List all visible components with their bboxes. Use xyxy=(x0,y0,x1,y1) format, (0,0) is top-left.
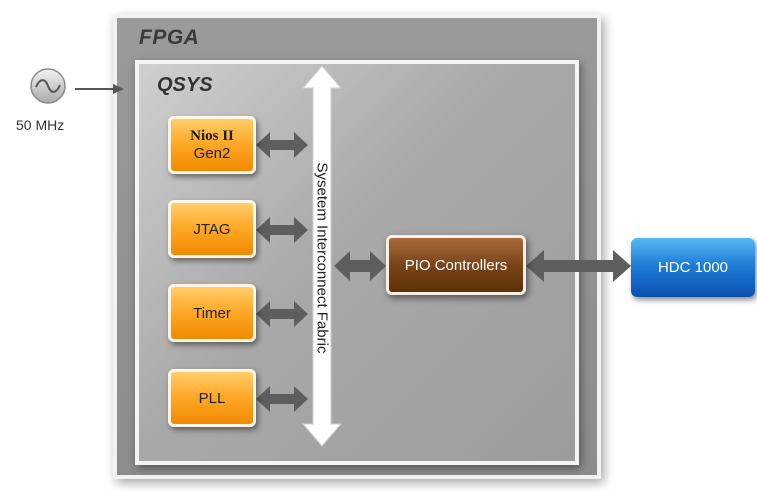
module-bus-arrows xyxy=(256,132,308,412)
clock-source-icon xyxy=(30,68,66,104)
timer-block: Timer xyxy=(168,284,256,342)
pll-block: PLL xyxy=(168,369,256,427)
hdc1000-sensor-block: HDC 1000 xyxy=(631,238,755,297)
pio-sensor-arrow xyxy=(526,250,631,282)
timer-label: Timer xyxy=(193,304,231,322)
nios-ii-title: Nios II xyxy=(190,128,234,144)
nios-ii-block: Nios II Gen2 xyxy=(168,116,256,174)
nios-ii-subtitle: Gen2 xyxy=(193,145,231,162)
qsys-title: QSYS xyxy=(157,74,213,96)
clock-frequency-label: 50 MHz xyxy=(16,117,65,133)
jtag-block: JTAG xyxy=(168,200,256,258)
interconnect-bus xyxy=(301,65,343,447)
jtag-label: JTAG xyxy=(193,220,231,238)
bus-pio-arrow xyxy=(334,251,386,281)
hdc1000-label: HDC 1000 xyxy=(657,259,729,276)
fpga-title: FPGA xyxy=(139,26,200,49)
pio-controllers-label: PIO Controllers xyxy=(404,256,508,274)
clock-arrow xyxy=(75,84,124,94)
interconnect-label: Sysetem Interconnect Fabric xyxy=(313,162,331,354)
pio-controllers-block: PIO Controllers xyxy=(386,235,526,295)
pll-label: PLL xyxy=(198,389,226,407)
